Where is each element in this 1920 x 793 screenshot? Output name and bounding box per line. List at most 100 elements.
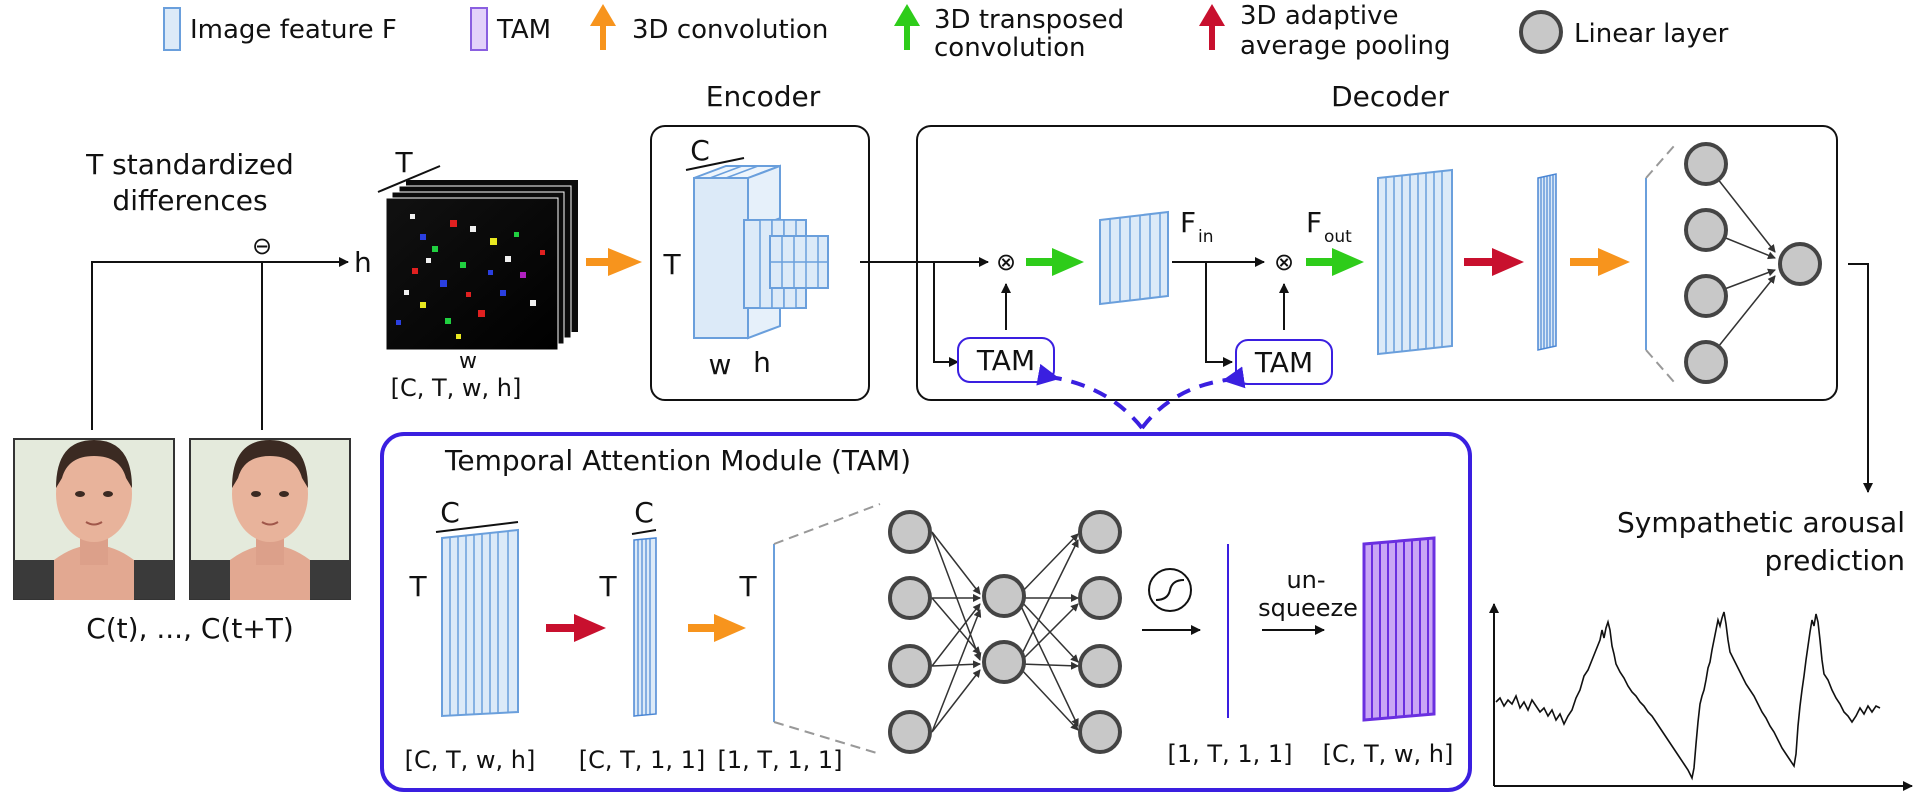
orange-arrow-to-encoder xyxy=(586,248,642,276)
tam-T2-label: T xyxy=(598,570,617,603)
tam-T3-label: T xyxy=(738,570,757,603)
difference-noise-pixels xyxy=(396,214,545,339)
tam-mlp-output-node-1 xyxy=(1078,510,1122,554)
decoder-mlp-input-node-2 xyxy=(1684,208,1728,252)
encoder-feature-blocks xyxy=(685,157,829,340)
arousal-signal-line xyxy=(1495,611,1881,781)
tam-dims-2: [C, T, 1, 1] xyxy=(579,746,705,774)
decoder-section: Decoder ⊗ TAM F in ⊗ TAM xyxy=(860,80,1873,493)
linear-layer-legend-icon xyxy=(1519,10,1563,54)
green-arrow-1 xyxy=(1026,248,1084,276)
encoder-w-label: w xyxy=(709,348,732,381)
tam2-box xyxy=(1235,339,1333,385)
legend-image-feature-label: Image feature F xyxy=(190,15,397,45)
input-title-line2: differences xyxy=(112,184,267,217)
minus-symbol: ⊖ xyxy=(252,232,272,260)
input-section: T standardized differences ⊖ h xyxy=(13,146,642,645)
fout-label: F xyxy=(1306,206,1322,239)
tam-mlp-output-node-2 xyxy=(1078,576,1122,620)
red-arrow-decoder xyxy=(1464,248,1524,276)
decoder-mlp-output-node xyxy=(1778,242,1822,286)
encoder-h-label: h xyxy=(753,346,771,379)
decoder-mlp-input-node-1 xyxy=(1684,142,1728,186)
tam-T1-label: T xyxy=(408,570,427,603)
encoder-C-label: C xyxy=(690,134,710,167)
tam-C2-label: C xyxy=(634,496,654,529)
tam-mlp-input-node-3 xyxy=(888,644,932,688)
multiply-symbol-2: ⊗ xyxy=(1274,248,1294,276)
tam-mlp-output-node-4 xyxy=(1078,710,1122,754)
decoder-expand-line-top xyxy=(1645,145,1675,179)
decoder-expand-line-bottom xyxy=(1645,349,1675,383)
decoder-mlp-input-node-3 xyxy=(1684,274,1728,318)
T-depth-line xyxy=(377,165,441,193)
legend-linear-label: Linear layer xyxy=(1574,19,1729,49)
tam-dims-1: [C, T, w, h] xyxy=(405,746,536,774)
tam-orange-arrow xyxy=(688,614,746,642)
tam-mlp-input-node-2 xyxy=(888,576,932,620)
multiply-symbol-1: ⊗ xyxy=(996,248,1016,276)
tam-mlp-input-node-4 xyxy=(888,710,932,754)
tam-dims-3: [1, T, 1, 1] xyxy=(718,746,843,774)
input-w-label: w xyxy=(459,349,477,374)
tam-expand-line-bottom xyxy=(773,721,881,755)
tam-dims-5: [C, T, w, h] xyxy=(1323,740,1454,768)
unsqueeze-line2: squeeze xyxy=(1258,594,1358,622)
branch-to-tam2 xyxy=(1205,262,1233,367)
encoder-title: Encoder xyxy=(706,80,821,113)
green-arrow-2 xyxy=(1306,248,1364,276)
tam1-box xyxy=(957,337,1055,383)
tam-dims-4: [1, T, 1, 1] xyxy=(1168,740,1293,768)
orange-arrow-decoder xyxy=(1570,248,1630,276)
tam-legend-icon xyxy=(470,7,488,51)
decoder-mlp-input-node-4 xyxy=(1684,340,1728,384)
legend-pooling-line1: 3D adaptive xyxy=(1240,1,1399,31)
frames-caption: C(t), ..., C(t+T) xyxy=(86,612,294,645)
fin-subscript: in xyxy=(1198,227,1214,247)
tam-C1-label: C xyxy=(440,496,460,529)
tam-module: Temporal Attention Module (TAM) C T [C, … xyxy=(380,432,1472,792)
tam-module-box xyxy=(380,432,1472,792)
legend-pooling-line2: average pooling xyxy=(1240,31,1450,61)
decoder-feature-block-2 xyxy=(1377,168,1453,356)
output-title-line1: Sympathetic arousal xyxy=(1617,506,1905,539)
legend-tam-label: TAM xyxy=(496,15,551,45)
tam-mlp-hidden-node-1 xyxy=(982,574,1026,618)
tam1-label: TAM xyxy=(976,344,1035,377)
green-arrow-legend-icon xyxy=(894,4,920,50)
image-feature-legend-icon xyxy=(163,7,181,51)
difference-connector xyxy=(91,257,349,430)
fin-label: F xyxy=(1180,206,1196,239)
tam-module-title: Temporal Attention Module (TAM) xyxy=(444,444,911,477)
decoder-feature-block-1 xyxy=(1099,210,1169,306)
tam-input-feature xyxy=(435,521,519,718)
fout-subscript: out xyxy=(1324,227,1352,247)
output-section: Sympathetic arousal prediction xyxy=(1489,506,1913,791)
tam-mlp-output-node-3 xyxy=(1078,644,1122,688)
tam-expand-line-top xyxy=(773,503,881,545)
decoder-mlp-edges xyxy=(1705,163,1776,363)
legend: Image feature F TAM 3D convolution 3D tr… xyxy=(163,1,1729,63)
difference-frame-stack xyxy=(377,165,578,351)
orange-arrow-legend-icon xyxy=(590,4,616,50)
output-title-line2: prediction xyxy=(1765,544,1905,577)
tam-mlp-edges-layer2 xyxy=(1019,533,1079,731)
legend-conv3d-label: 3D convolution xyxy=(632,15,828,45)
encoder-section: Encoder C T w h xyxy=(650,80,870,401)
decoder-to-output-line xyxy=(1848,263,1873,493)
tam2-label: TAM xyxy=(1254,346,1313,379)
encoder-T-label: T xyxy=(662,248,681,281)
tam-mlp-edges-layer1 xyxy=(931,531,982,733)
decoder-pooled-feature xyxy=(1537,173,1557,351)
input-T-label: T xyxy=(394,146,413,179)
legend-transposed-line1: 3D transposed xyxy=(934,5,1124,35)
tam-pooled-feature xyxy=(631,529,657,717)
input-title-line1: T standardized xyxy=(85,148,294,181)
unsqueeze-line1: un- xyxy=(1286,566,1325,594)
face-frame-2 xyxy=(189,438,351,600)
tam-mlp-input-node-1 xyxy=(888,510,932,554)
sigmoid-icon xyxy=(1148,568,1192,612)
output-signal-plot xyxy=(1489,603,1913,791)
